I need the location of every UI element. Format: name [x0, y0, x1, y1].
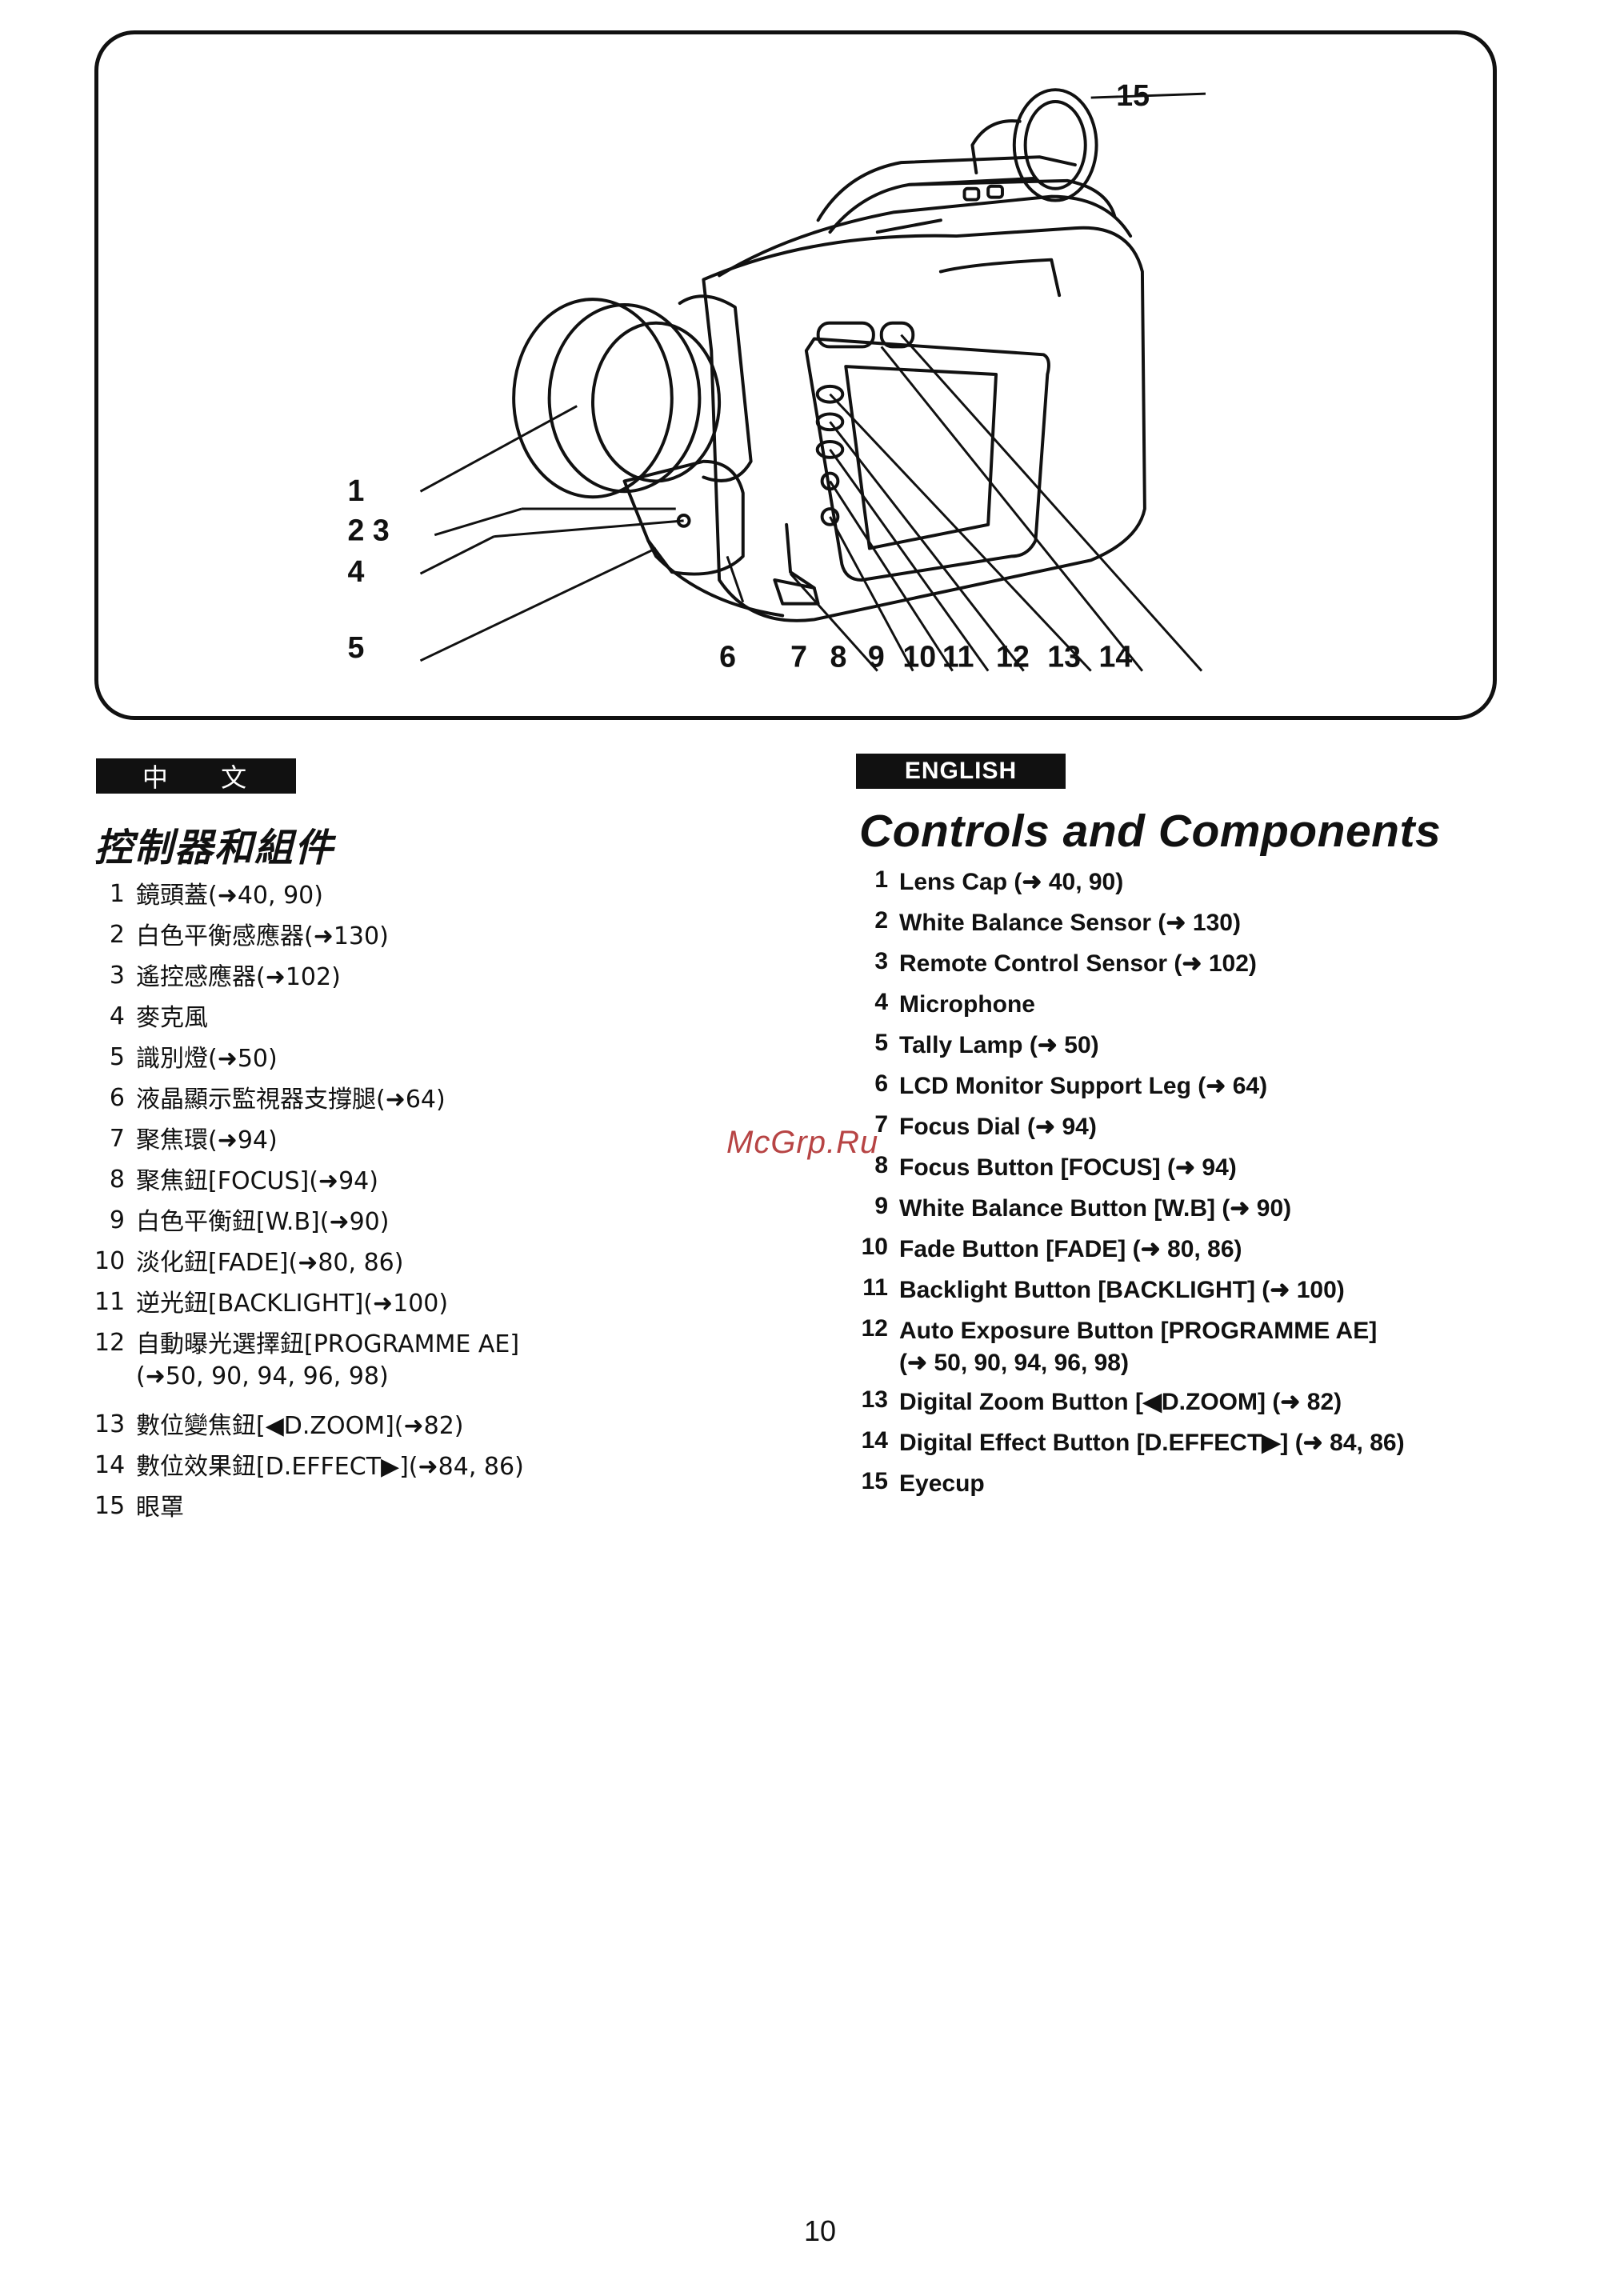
callout-5: 5: [348, 630, 365, 664]
callout-8: 8: [830, 640, 846, 674]
callout-10: 10: [902, 640, 936, 674]
callout-7: 7: [790, 640, 807, 674]
watermark: McGrp.Ru: [726, 1125, 879, 1160]
callout-9: 9: [868, 640, 885, 674]
lens-barrel: [678, 294, 753, 482]
eyecup-shape: [1012, 88, 1098, 202]
page-number: 10: [804, 2214, 837, 2247]
callout-15: 15: [1116, 78, 1150, 112]
viewfinder-barrel: [907, 178, 1117, 218]
english-section-title: Controls and Components: [859, 806, 1442, 857]
callout-2-3: 2 3: [348, 514, 390, 547]
front-sensor-block: [622, 459, 745, 576]
lens-cap-shape: [512, 298, 674, 499]
callout-14: 14: [1099, 640, 1133, 674]
chinese-language-badge: 中 文: [96, 758, 296, 794]
camcorder-top: [718, 194, 1133, 278]
english-language-badge: ENGLISH: [856, 754, 1066, 789]
camcorder-illustration-frame: 1 2 3 4 5 6 7 8 9 10 11 12 13 14 15: [94, 30, 1497, 720]
camcorder-body: [702, 226, 1146, 622]
callout-4: 4: [348, 554, 365, 588]
callout-6: 6: [719, 640, 736, 674]
camcorder-handle: [816, 155, 1077, 222]
dzoom-button-shape: [816, 321, 875, 349]
chinese-section-title: 控制器和組件: [94, 826, 335, 870]
lcd-panel: [804, 337, 1050, 582]
callout-13: 13: [1047, 640, 1081, 674]
camcorder-illustration: 1 2 3 4 5 6 7 8 9 10 11 12 13 14 15: [348, 78, 1206, 674]
support-leg-shape: [773, 578, 820, 606]
callout-1: 1: [348, 474, 365, 507]
callout-11: 11: [942, 640, 974, 674]
callout-12: 12: [996, 640, 1030, 674]
